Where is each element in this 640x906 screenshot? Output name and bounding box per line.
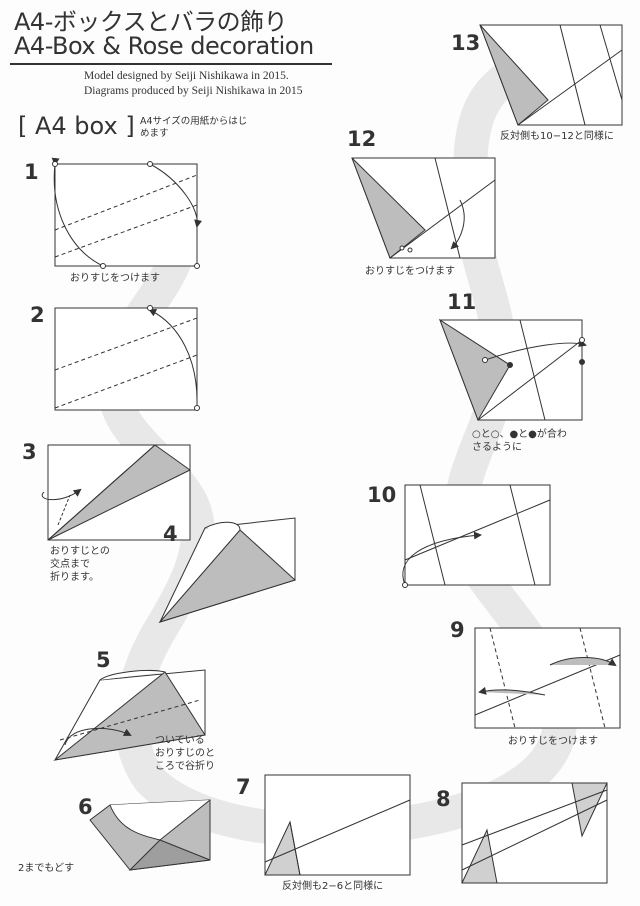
credit-diagrams: Diagrams produced by Seiji Nishikawa in … xyxy=(84,85,303,97)
step-number-6: 6 xyxy=(78,795,93,819)
section-note: A4サイズの用紙からはじめます xyxy=(140,116,248,139)
step-number-3: 3 xyxy=(22,440,37,464)
caption-step-7: 反対側も2−6と同様に xyxy=(282,881,384,892)
caption-step-3-line1: おりすじとの xyxy=(50,546,110,557)
caption-step-9: おりすじをつけます xyxy=(508,736,598,747)
diagram-step-1 xyxy=(51,157,203,269)
diagram-step-3 xyxy=(41,444,191,541)
caption-step-3-line2: 交点まで xyxy=(50,559,90,570)
step-number-8: 8 xyxy=(436,787,451,811)
title-english: A4-Box & Rose decoration xyxy=(14,32,314,60)
caption-step-11-line2: さるように xyxy=(472,442,522,453)
title-underline xyxy=(10,63,332,65)
diagram-step-5 xyxy=(53,669,206,761)
caption-step-5-line1: ついている xyxy=(155,735,205,746)
caption-step-6: 2までもどす xyxy=(18,863,75,874)
diagram-step-10 xyxy=(402,484,551,588)
caption-step-1: おりすじをつけます xyxy=(70,273,160,284)
title-japanese: A4-ボックスとバラの飾り xyxy=(14,8,288,36)
step-number-12: 12 xyxy=(347,127,377,151)
caption-step-12: おりすじをつけます xyxy=(365,266,455,277)
diagram-step-9 xyxy=(474,627,621,729)
step-number-2: 2 xyxy=(30,303,45,327)
caption-step-13: 反対側も10−12と同様に xyxy=(500,131,614,142)
credit-designer: Model designed by Seiji Nishikawa in 201… xyxy=(84,70,289,82)
step-number-11: 11 xyxy=(447,290,477,314)
step-number-1: 1 xyxy=(24,160,39,184)
diagram-step-4 xyxy=(158,517,296,624)
step-number-13: 13 xyxy=(451,31,481,55)
section-label: [ A4 box ] xyxy=(18,112,135,140)
diagram-step-7 xyxy=(264,774,411,876)
caption-step-5-line2: おりすじのと xyxy=(155,748,215,759)
step-number-10: 10 xyxy=(367,483,397,507)
step-number-5: 5 xyxy=(96,648,111,672)
caption-step-3-line3: 折ります。 xyxy=(50,572,99,583)
caption-step-5-line3: ころで谷折り xyxy=(155,761,215,772)
step-number-4: 4 xyxy=(163,522,178,546)
diagram-step-8 xyxy=(461,782,608,884)
diagram-step-13 xyxy=(479,24,623,126)
diagram-step-12 xyxy=(351,157,496,259)
caption-step-11-line1: ○と○、●と●が合わ xyxy=(472,429,567,440)
step-number-9: 9 xyxy=(450,618,465,642)
diagram-step-11 xyxy=(438,318,587,422)
diagram-step-6 xyxy=(89,799,211,871)
step-number-7: 7 xyxy=(236,775,251,799)
diagram-step-2 xyxy=(54,305,200,411)
